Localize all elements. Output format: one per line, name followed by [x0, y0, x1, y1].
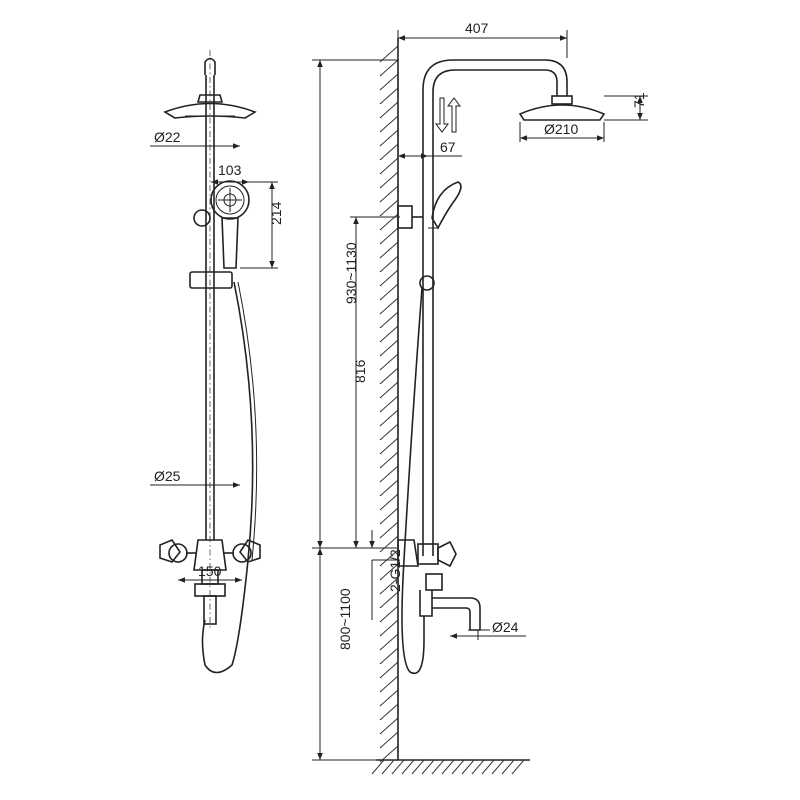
- dim-bracket-spacing: 816: [352, 359, 368, 383]
- floor-hatch-line: [471, 759, 485, 775]
- wall-hatch-line: [379, 185, 399, 203]
- dim-head-diameter: Ø210: [544, 121, 578, 137]
- floor-hatch-line: [461, 759, 475, 775]
- hose-front: [201, 281, 254, 674]
- wall-hatch-line: [379, 367, 399, 385]
- dim-riser-diameter-bottom: Ø25: [154, 468, 181, 484]
- dim-riser-diameter-top: Ø22: [154, 129, 181, 145]
- wall-hatch-line: [379, 675, 399, 693]
- wall-hatch-line: [379, 381, 399, 399]
- wall-hatch-line: [379, 101, 399, 119]
- wall-hatch-line: [379, 339, 399, 357]
- overhead-shower-head-side: [518, 95, 606, 121]
- hand-shower-side: [428, 181, 462, 230]
- wall-hatch-line: [379, 157, 399, 175]
- hand-shower-front: [193, 180, 250, 269]
- wall-hatch-line: [379, 619, 399, 637]
- wall-hatch-line: [379, 689, 399, 707]
- wall-hatch-line: [379, 493, 399, 511]
- wall-hatch-line: [379, 213, 399, 231]
- wall-hatch-line: [379, 199, 399, 217]
- floor-hatch-line: [421, 759, 435, 775]
- wall-hatch-line: [379, 549, 399, 567]
- wall-hatch-line: [379, 465, 399, 483]
- wall-hatch-line: [379, 311, 399, 329]
- floor-hatch-line: [381, 759, 395, 775]
- floor-hatch-line: [501, 759, 515, 775]
- wall-hatch-line: [379, 129, 399, 147]
- wall-hatch-line: [379, 241, 399, 259]
- slide-bracket-front: [189, 271, 233, 289]
- dim-inlet-thread: 2-G1/2: [387, 549, 403, 592]
- wall-hatch-line: [379, 395, 399, 413]
- wall-hatch-line: [379, 297, 399, 315]
- dim-hand-shower-length: 214: [268, 201, 284, 225]
- dim-arm-length: 407: [465, 20, 489, 36]
- wall-hatch-line: [379, 605, 399, 623]
- flow-direction-arrows: [435, 97, 461, 133]
- wall-hatch-line: [379, 45, 399, 63]
- floor-hatch-line: [411, 759, 425, 775]
- front-view: Ø22 103 214 Ø25 150: [150, 50, 284, 674]
- wall-hatch-line: [379, 535, 399, 553]
- dim-wall-offset: 67: [440, 139, 456, 155]
- wall-hatch-line: [379, 661, 399, 679]
- wall-hatch-line: [379, 143, 399, 161]
- wall-hatch-line: [379, 325, 399, 343]
- wall-hatch-line: [379, 73, 399, 91]
- hose-side: [401, 287, 425, 675]
- wall-hatch-line: [379, 409, 399, 427]
- wall-hatch-line: [379, 703, 399, 721]
- wall-hatch-line: [379, 115, 399, 133]
- wall-hatch-line: [379, 591, 399, 609]
- dim-head-height: 71: [631, 92, 647, 108]
- floor-hatch-line: [481, 759, 495, 775]
- dim-total-height: 930~1130: [343, 242, 359, 304]
- wall-hatch-line: [379, 227, 399, 245]
- floor-hatch-line: [441, 759, 455, 775]
- floor-hatch-line: [391, 759, 405, 775]
- wall-hatch-line: [379, 731, 399, 749]
- wall-hatch-line: [379, 717, 399, 735]
- side-view: 407 71 Ø210 67 930~1130 800~1100 816 2-G…: [312, 20, 648, 761]
- wall-hatch-line: [379, 283, 399, 301]
- wall-hatch-line: [379, 479, 399, 497]
- wall-hatch-line: [379, 451, 399, 469]
- wall-hatch-line: [379, 647, 399, 665]
- floor-hatch-line: [451, 759, 465, 775]
- dim-hand-shower-width: 103: [218, 162, 242, 178]
- wall-hatch-line: [379, 59, 399, 77]
- floor-hatch-line: [511, 759, 525, 775]
- floor-hatch-line: [371, 759, 385, 775]
- wall-hatch-line: [379, 521, 399, 539]
- wall-hatch-line: [379, 269, 399, 287]
- mixer-front: [159, 539, 261, 625]
- wall-hatch-line: [379, 353, 399, 371]
- wall-hatch-line: [379, 255, 399, 273]
- wall-hatch-line: [379, 171, 399, 189]
- dim-mixer-height: 800~1100: [337, 588, 353, 650]
- mixer-side: [397, 539, 481, 631]
- floor-hatch-line: [431, 759, 445, 775]
- dim-spout-diameter: Ø24: [492, 619, 519, 635]
- wall-hatch-line: [379, 633, 399, 651]
- wall-bracket-top: [397, 205, 413, 229]
- wall-hatch-line: [379, 577, 399, 595]
- wall-hatch-line: [379, 423, 399, 441]
- wall-hatch-line: [379, 437, 399, 455]
- floor-hatch-line: [491, 759, 505, 775]
- wall-hatch-line: [379, 563, 399, 581]
- dim-inlet-spacing: 150: [198, 563, 222, 579]
- wall-hatch-line: [379, 507, 399, 525]
- floor-hatch-line: [401, 759, 415, 775]
- wall-hatch-line: [379, 87, 399, 105]
